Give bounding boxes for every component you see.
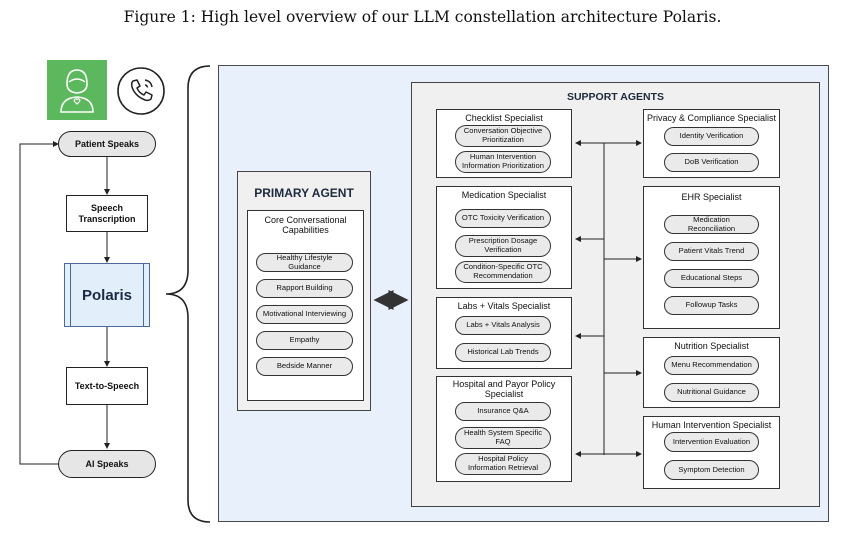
item-followup-tasks: Followup Tasks — [664, 296, 759, 315]
polaris-label: Polaris — [81, 286, 133, 304]
ehr-specialist-title: EHR Specialist — [681, 192, 742, 202]
core-capabilities-title: Core Conversational Capabilities — [264, 215, 347, 236]
item-historical-lab-trends: Historical Lab Trends — [455, 343, 551, 362]
human-intervention-specialist-title: Human Intervention Specialist — [651, 420, 772, 430]
item-labs-vitals-analysis: Labs + Vitals Analysis — [455, 316, 551, 335]
polaris-node: Polaris — [64, 263, 150, 327]
item-insurance-qa: Insurance Q&A — [455, 402, 551, 421]
item-patient-vitals-trend: Patient Vitals Trend — [664, 242, 759, 261]
capability-motivational-interviewing: Motivational Interviewing — [256, 305, 353, 324]
item-condition-otc: Condition-Specific OTC Recommendation — [455, 261, 551, 283]
ai-speaks-node: AI Speaks — [58, 450, 156, 478]
item-symptom-detection: Symptom Detection — [664, 460, 759, 480]
capability-healthy-lifestyle: Healthy Lifestyle Guidance — [256, 253, 353, 272]
labs-vitals-specialist-title: Labs + Vitals Specialist — [457, 301, 551, 311]
primary-agent-title: PRIMARY AGENT — [254, 186, 354, 200]
item-prescription-dosage: Prescription Dosage Verification — [455, 235, 551, 257]
nutrition-specialist-title: Nutrition Specialist — [674, 341, 749, 351]
phone-call-icon — [116, 66, 166, 116]
item-dob-verification: DoB Verification — [664, 153, 759, 172]
checklist-specialist-title: Checklist Specialist — [465, 113, 543, 123]
text-to-speech-node: Text-to-Speech — [66, 367, 148, 405]
capability-rapport-building: Rapport Building — [256, 279, 353, 298]
item-educational-steps: Educational Steps — [664, 269, 759, 288]
item-menu-recommendation: Menu Recommendation — [664, 356, 759, 375]
item-nutritional-guidance: Nutritional Guidance — [664, 383, 759, 402]
medication-specialist-title: Medication Specialist — [461, 190, 547, 200]
patient-speaks-node: Patient Speaks — [58, 131, 156, 157]
item-conversation-objective: Conversation Objective Prioritization — [455, 125, 551, 147]
item-medication-reconciliation: Medication Reconciliation — [664, 215, 759, 234]
support-agents-title: SUPPORT AGENTS — [566, 91, 665, 103]
privacy-specialist-title: Privacy & Compliance Specialist — [646, 113, 777, 123]
hospital-policy-specialist-title: Hospital and Payor Policy Specialist — [452, 379, 556, 400]
item-intervention-evaluation: Intervention Evaluation — [664, 432, 759, 452]
capability-bedside-manner: Bedside Manner — [256, 357, 353, 376]
nurse-avatar-icon — [47, 60, 107, 120]
figure-caption: Figure 1: High level overview of our LLM… — [123, 8, 722, 26]
item-otc-toxicity: OTC Toxicity Verification — [455, 209, 551, 228]
item-health-system-faq: Health System Specific FAQ — [455, 427, 551, 449]
capability-empathy: Empathy — [256, 331, 353, 350]
item-human-intervention-info: Human Intervention Information Prioritiz… — [455, 151, 551, 173]
item-hospital-policy-retrieval: Hospital Policy Information Retrieval — [455, 453, 551, 475]
item-identity-verification: Identity Verification — [664, 127, 759, 146]
speech-transcription-node: Speech Transcription — [66, 195, 148, 232]
